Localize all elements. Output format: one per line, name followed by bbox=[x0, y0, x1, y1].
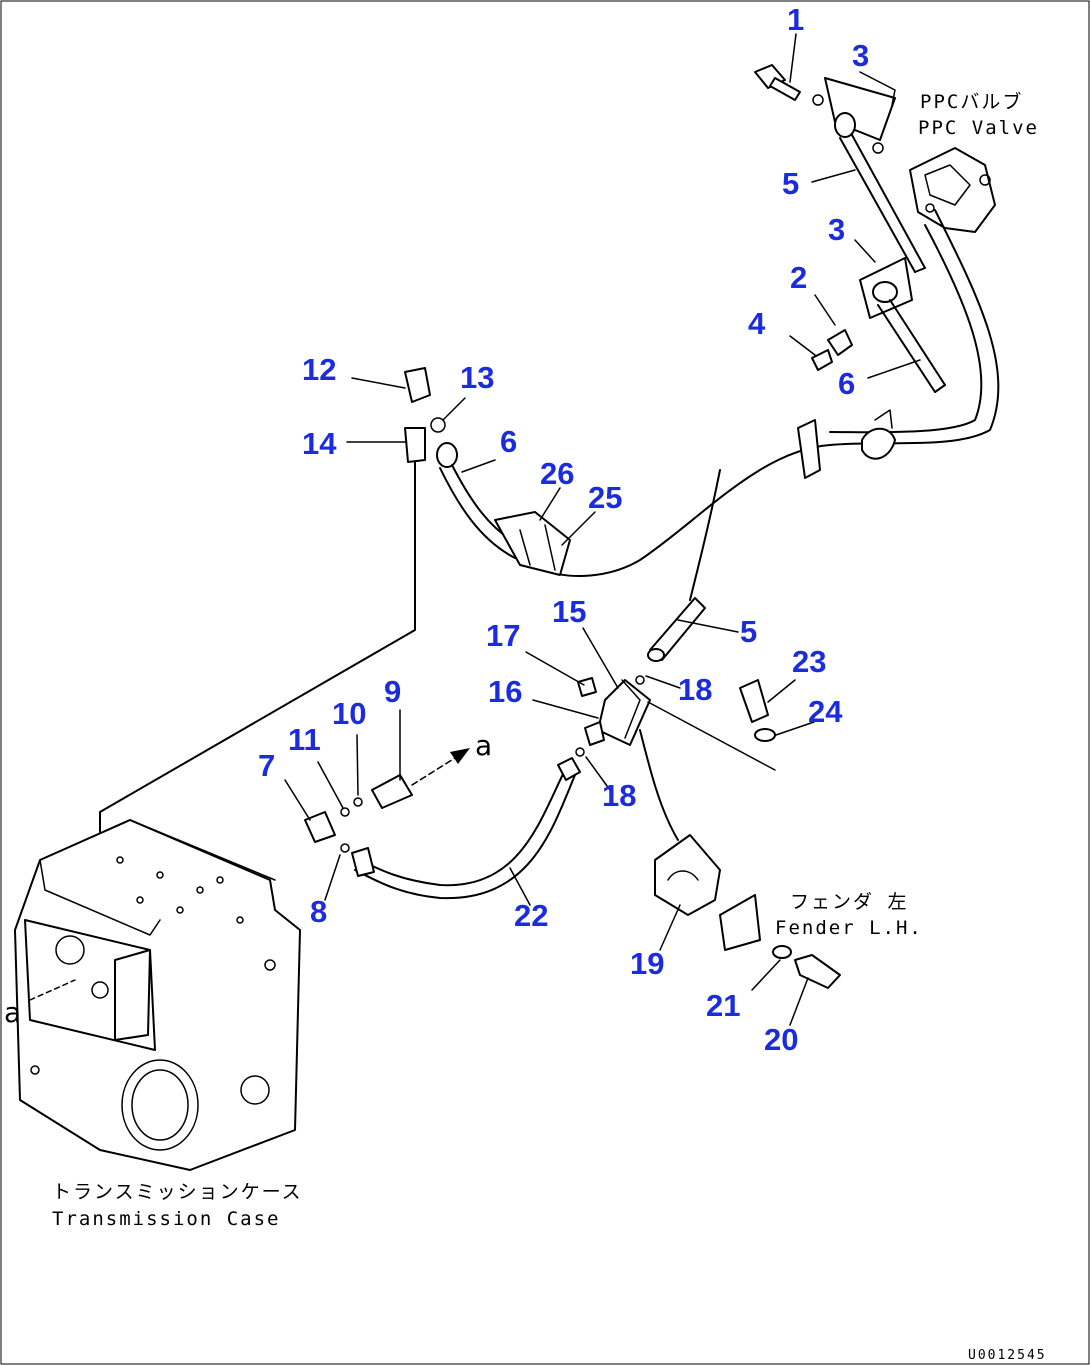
block-15-drawing bbox=[577, 677, 651, 746]
part-label: 19 bbox=[630, 946, 664, 981]
leader-block-to-bolt bbox=[647, 701, 776, 771]
part-label: 18 bbox=[602, 778, 636, 813]
caption-transmission-jp: トランスミッションケース bbox=[52, 1181, 303, 1203]
o-ring-18-lower bbox=[575, 747, 585, 757]
clamp-19-drawing bbox=[639, 729, 721, 916]
part-label: 3 bbox=[852, 38, 869, 73]
part-label: 18 bbox=[678, 672, 712, 707]
ppc-valve-drawing bbox=[909, 147, 996, 233]
part-label: 17 bbox=[486, 618, 520, 653]
part-label: 22 bbox=[514, 898, 548, 933]
part-label: 5 bbox=[782, 166, 799, 201]
o-ring-10 bbox=[353, 797, 363, 807]
hose-to-fitting-15 bbox=[689, 469, 721, 601]
leader-14-to-case bbox=[99, 461, 416, 861]
part-label: 14 bbox=[302, 426, 337, 461]
transmission-case-drawing bbox=[14, 819, 301, 1171]
part-label: 3 bbox=[828, 212, 845, 247]
part-label: 6 bbox=[500, 424, 517, 459]
part-label: 20 bbox=[764, 1022, 798, 1057]
part-label: 21 bbox=[706, 988, 740, 1023]
part-label: 10 bbox=[332, 696, 366, 731]
part-label: 25 bbox=[588, 480, 622, 515]
bolt-23 bbox=[739, 679, 769, 723]
part-label: 1 bbox=[787, 2, 804, 37]
part-label: 5 bbox=[740, 614, 757, 649]
hose-5-lower-drawing bbox=[647, 597, 706, 662]
o-ring-13 bbox=[430, 417, 446, 433]
arrow-head-icon bbox=[450, 748, 470, 764]
washer-24 bbox=[754, 728, 776, 742]
o-ring-8 bbox=[340, 843, 350, 853]
washer-1 bbox=[812, 94, 824, 106]
washer-21 bbox=[772, 945, 792, 959]
elbow-2 bbox=[827, 329, 853, 356]
bolt-1-drawing bbox=[754, 64, 801, 101]
part-label: 7 bbox=[258, 748, 275, 783]
part-label: 23 bbox=[792, 644, 826, 679]
ref-mark-a-left: a bbox=[4, 996, 21, 1029]
part-label: 12 bbox=[302, 352, 336, 387]
nipple-14 bbox=[404, 427, 426, 463]
part-label: 16 bbox=[488, 674, 522, 709]
hose-22-drawing bbox=[351, 757, 581, 900]
part-label: 15 bbox=[552, 594, 586, 629]
part-label: 2 bbox=[790, 260, 807, 295]
part-label: 4 bbox=[748, 306, 766, 341]
part-label: 13 bbox=[460, 360, 494, 395]
o-ring-18-upper bbox=[635, 675, 645, 685]
caption-transmission-en: Transmission Case bbox=[52, 1208, 280, 1230]
hose-5-upper-drawing bbox=[834, 112, 926, 273]
caption-ppc-valve-jp: PPCバルブ bbox=[920, 90, 1023, 113]
fender-bracket bbox=[719, 894, 761, 951]
caption-ppc-valve-en: PPC Valve bbox=[918, 117, 1039, 139]
caption-fender-jp: フェンダ 左 bbox=[790, 891, 908, 913]
bolt-20 bbox=[794, 954, 841, 989]
part-label: 24 bbox=[808, 694, 843, 729]
washer-3 bbox=[872, 142, 884, 154]
part-label: 6 bbox=[838, 366, 855, 401]
o-ring-11 bbox=[340, 807, 350, 817]
part-label: 11 bbox=[288, 722, 321, 757]
arrow-to-ref-a bbox=[411, 757, 456, 786]
caption-fender-en: Fender L.H. bbox=[775, 917, 923, 939]
plug-9 bbox=[371, 774, 413, 809]
hose-6-lower-drawing bbox=[436, 442, 571, 576]
part-label: 8 bbox=[310, 894, 327, 929]
hose-clip-drawing bbox=[797, 409, 896, 479]
elbow-7 bbox=[304, 811, 336, 843]
adapter-4 bbox=[811, 349, 833, 371]
leader-lines bbox=[284, 33, 921, 1026]
hose-6-upper-drawing bbox=[872, 281, 946, 393]
part-label: 9 bbox=[384, 674, 401, 709]
ref-mark-a-right: a bbox=[475, 729, 492, 762]
hose-run-main bbox=[544, 209, 1000, 577]
drawing-id: U0012545 bbox=[968, 1348, 1047, 1363]
elbow-12 bbox=[404, 367, 431, 403]
part-label: 26 bbox=[540, 456, 574, 491]
